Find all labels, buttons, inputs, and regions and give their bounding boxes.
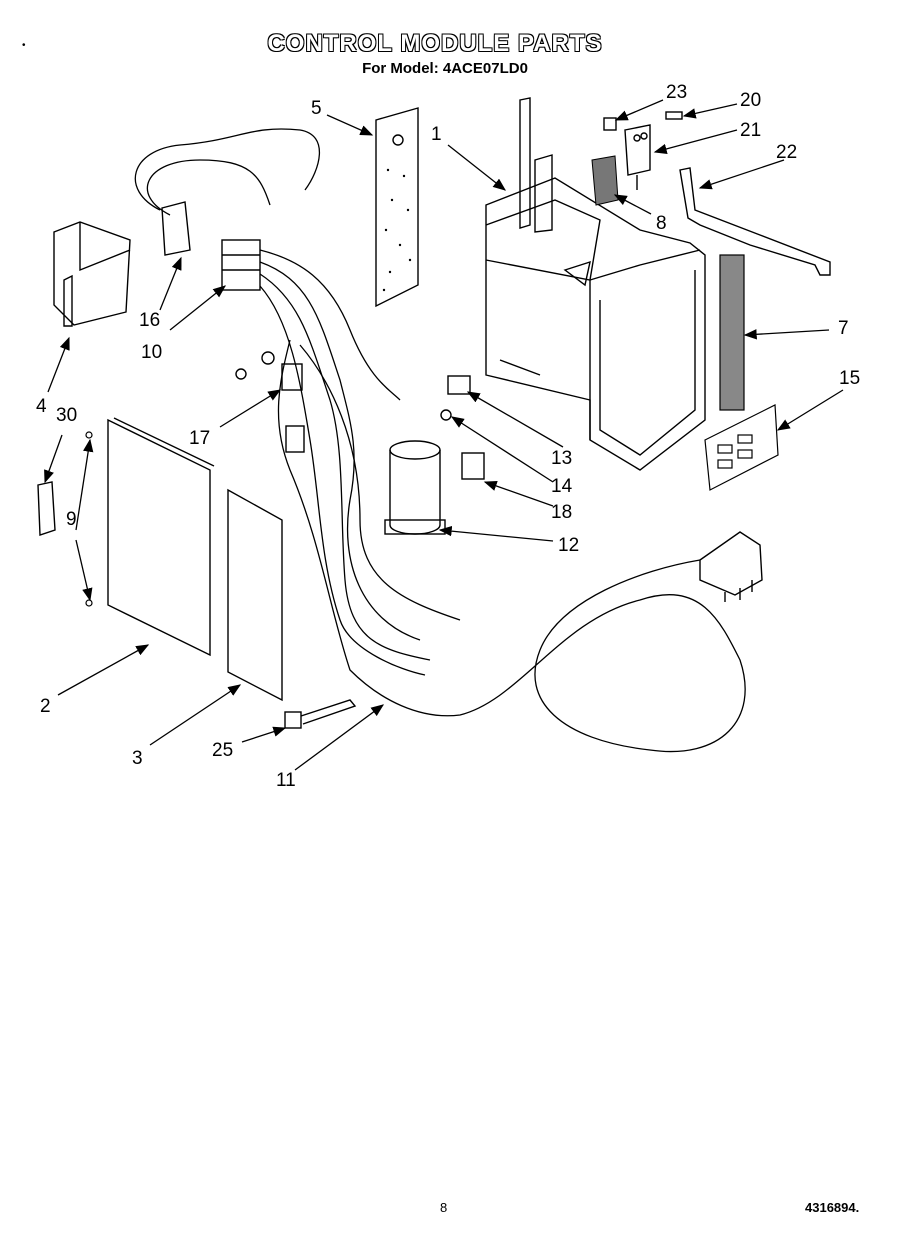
part-30-bushing [37,481,56,536]
part-10-terminal-block [221,239,261,291]
callout-10: 10 [141,342,162,363]
model-subtitle: For Model: 4ACE07LD0 [362,60,528,77]
callout-leaders [44,99,844,771]
callout-22: 22 [776,142,797,163]
callout-21: 21 [740,120,761,141]
callout-8: 8 [656,213,667,234]
callout-5: 5 [311,98,322,119]
page-title: CONTROL MODULE PARTS [267,30,603,57]
part-7-foam-strip [719,254,745,411]
callout-12: 12 [558,535,579,556]
part-22-bracket [679,167,831,276]
part-17-fastener [235,351,305,453]
part-12-capacitor [384,440,446,535]
callout-1: 1 [431,124,442,145]
part-14-screw [440,409,452,421]
callout-17: 17 [189,428,210,449]
part-5-panel [375,107,419,308]
part-13-clip [447,375,471,395]
corner-mark: • [22,40,26,51]
document-number: 4316894. [805,1200,860,1215]
callout-18: 18 [551,502,572,523]
callout-20: 20 [740,90,761,111]
part-18-connector [461,452,485,480]
callout-11: 11 [276,770,296,791]
part-16-relay [161,201,191,256]
callout-4: 4 [36,396,47,417]
power-plug [699,531,763,602]
callout-14: 14 [551,476,573,497]
callout-3: 3 [132,748,143,769]
part-23-clip [603,117,617,131]
part-3-panel [227,488,283,702]
callout-30: 30 [56,405,77,426]
callout-23: 23 [666,82,687,103]
part-25-connector [284,699,357,729]
part-2-panel [107,417,215,657]
callout-15: 15 [839,368,860,389]
part-15-label [704,404,779,491]
part-1-housing [485,97,706,471]
callout-7: 7 [838,318,849,339]
callout-16: 16 [139,310,160,331]
part-4-bracket [53,221,131,327]
page-number: 8 [440,1200,448,1215]
callout-13: 13 [551,448,572,469]
callout-9: 9 [66,509,77,530]
part-11-harness [134,128,746,753]
callout-25: 25 [212,740,233,761]
part-20-screw [665,111,683,120]
callout-labels: 1 2 3 4 5 7 8 9 10 11 12 13 14 15 16 17 … [36,82,860,791]
part-8-filter [591,155,619,206]
callout-2: 2 [40,696,51,717]
part-21-bracket [624,124,651,190]
